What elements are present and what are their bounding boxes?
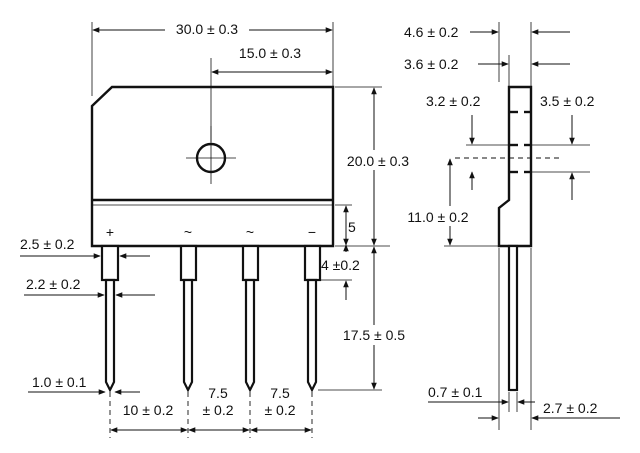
- dim-bottom-width: 2.7 ± 0.2: [543, 400, 598, 416]
- front-view: + ~ ~ − 30.0 ± 0.3 15.0 ± 0.3: [20, 20, 420, 438]
- dim-lead-length: 17.5 ± 0.5: [343, 327, 405, 343]
- dim-top-width: 4.6 ± 0.2: [404, 24, 459, 40]
- dim-pitch-third-top: 7.5: [270, 385, 290, 401]
- dim-upper-width: 3.6 ± 0.2: [404, 56, 459, 72]
- dim-pitch-second-bottom: ± 0.2: [202, 402, 233, 418]
- dim-lead-width: 1.0 ± 0.1: [32, 374, 87, 390]
- dim-band-height: 5: [348, 219, 356, 235]
- dim-pin-step: 4 ±0.2: [321, 257, 360, 273]
- dim-pin-width-wide: 2.5 ± 0.2: [20, 236, 75, 252]
- dim-pitch-second-top: 7.5: [208, 385, 228, 401]
- dim-lower-height: 11.0 ± 0.2: [407, 209, 468, 225]
- pin-symbol-ac-1: ~: [184, 224, 192, 240]
- pin-symbol-ac-2: ~: [246, 224, 254, 240]
- dim-lead-thickness: 0.7 ± 0.1: [428, 384, 483, 400]
- dim-pitch-first: 10 ± 0.2: [123, 402, 174, 418]
- pin-4: [303, 244, 322, 393]
- dim-pin-width-narrow: 2.2 ± 0.2: [26, 276, 81, 292]
- pin-2: [179, 244, 198, 393]
- dim-right-notch: 3.5 ± 0.2: [540, 93, 595, 109]
- dim-hole-offset: 15.0 ± 0.3: [239, 45, 301, 61]
- pin-symbol-minus: −: [308, 224, 316, 240]
- package-body: [90, 85, 335, 248]
- pin-3: [241, 244, 260, 393]
- dim-pitch-third-bottom: ± 0.2: [264, 402, 295, 418]
- side-body: [497, 85, 533, 248]
- pin-1: [100, 244, 120, 393]
- side-lead: [507, 244, 519, 392]
- dim-left-notch: 3.2 ± 0.2: [426, 93, 481, 109]
- dim-body-height: 20.0 ± 0.3: [347, 153, 409, 169]
- side-view: 4.6 ± 0.2 3.6 ± 0.2 3.2 ± 0.2 3.5 ± 0.2 …: [398, 22, 620, 430]
- pin-symbol-plus: +: [106, 224, 114, 240]
- dim-overall-width: 30.0 ± 0.3: [176, 21, 238, 37]
